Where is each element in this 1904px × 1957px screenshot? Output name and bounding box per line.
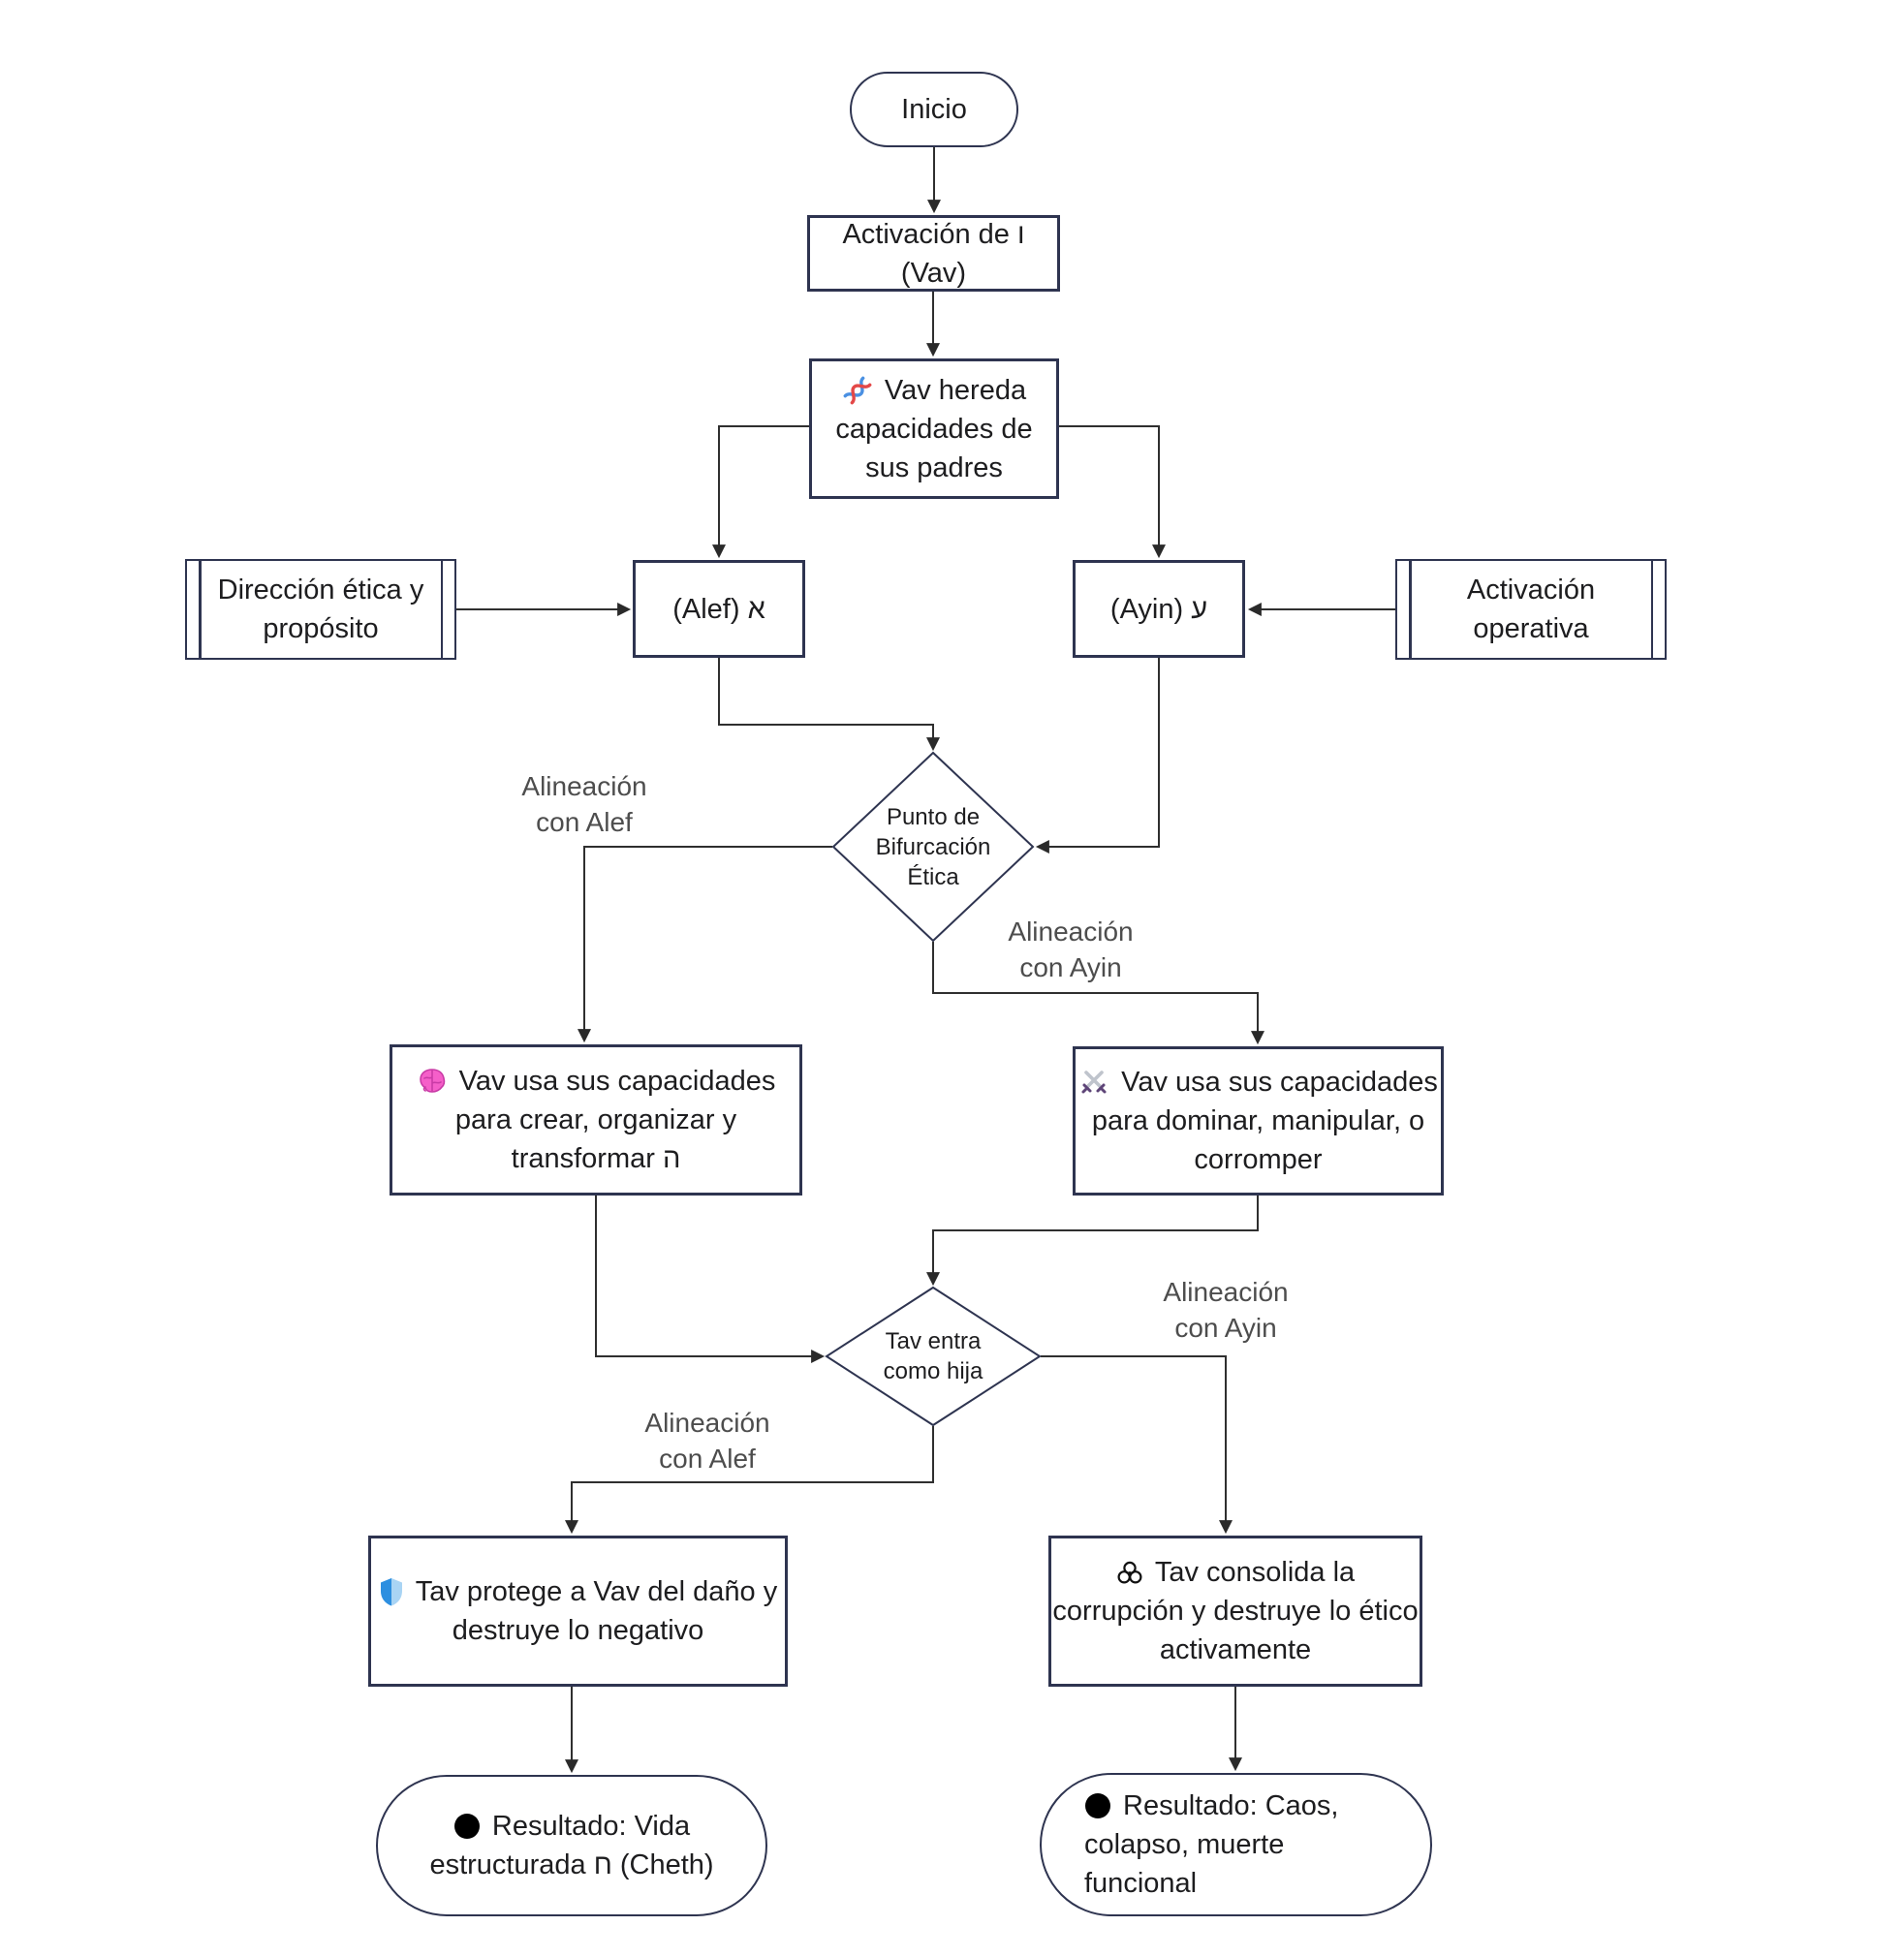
node-vav-crear: Vav usa sus capacidades para crear, orga… bbox=[390, 1044, 802, 1196]
node-label: Punto de bbox=[886, 804, 981, 830]
node-vav-dominar: Vav usa sus capacidades para dominar, ma… bbox=[1073, 1046, 1444, 1196]
decision-diamond-taventra bbox=[825, 1286, 1042, 1427]
dna-icon bbox=[842, 375, 873, 406]
node-label: Activación de ו bbox=[842, 218, 1025, 250]
node-label: Vav hereda bbox=[884, 374, 1027, 406]
shield-icon bbox=[379, 1577, 404, 1606]
node-label: Tav consolida la bbox=[1154, 1557, 1356, 1588]
edge-dominar-taventra bbox=[926, 1196, 1259, 1287]
edge-ayin-bifurcacion bbox=[1035, 658, 1160, 854]
edge-crear-taventra bbox=[595, 1196, 826, 1363]
edge-hereda-alef bbox=[712, 425, 810, 559]
node-resultado-caos: Resultado: Caos, colapso, muerte funcion… bbox=[1040, 1773, 1432, 1916]
edge-taventra-protege bbox=[565, 1426, 934, 1535]
node-label: corrupción y destruye lo ético bbox=[1052, 1596, 1419, 1627]
black-circle-icon bbox=[453, 1813, 481, 1840]
node-alef: (Alef) א bbox=[633, 560, 805, 658]
node-label: (Alef) א bbox=[672, 593, 765, 625]
node-label: Ética bbox=[907, 864, 959, 890]
node-label: operativa bbox=[1473, 613, 1589, 644]
edge-label-alineacion-ayin-1: Alineación con Ayin bbox=[1008, 916, 1134, 982]
node-label: Inicio bbox=[901, 94, 967, 125]
brain-icon bbox=[417, 1067, 448, 1096]
edge-bifurcacion-dominar bbox=[932, 942, 1264, 1045]
node-label: Vav usa sus capacidades bbox=[1121, 1067, 1438, 1098]
decision-diamond-bifurcacion bbox=[831, 751, 1035, 943]
node-label: activamente bbox=[1159, 1634, 1312, 1665]
biohazard-icon bbox=[1116, 1559, 1143, 1586]
node-label: funcional bbox=[1084, 1868, 1198, 1899]
node-label: para dominar, manipular, o bbox=[1091, 1105, 1425, 1136]
node-label: Tav entra bbox=[885, 1328, 982, 1354]
node-tav-consolida: Tav consolida la corrupción y destruye l… bbox=[1048, 1536, 1422, 1687]
node-label: estructurada ח (Cheth) bbox=[429, 1849, 714, 1880]
node-direccion-etica: Dirección ética y propósito bbox=[185, 559, 456, 660]
edge-bifurcacion-crear bbox=[577, 846, 832, 1043]
node-activacion-vav: Activación de ו (Vav) bbox=[807, 215, 1060, 292]
edge-alef-bifurcacion bbox=[718, 658, 940, 752]
node-label: sus padres bbox=[865, 451, 1003, 483]
node-label: Activación bbox=[1466, 575, 1596, 606]
edge-label-alineacion-ayin-2: Alineación con Ayin bbox=[1163, 1277, 1289, 1343]
node-label: para crear, organizar y bbox=[454, 1104, 737, 1135]
node-label: Bifurcación bbox=[875, 834, 991, 860]
node-tav-protege: Tav protege a Vav del daño y destruye lo… bbox=[368, 1536, 788, 1687]
node-label: Dirección ética y bbox=[217, 575, 424, 606]
node-ayin: (Ayin) ע bbox=[1073, 560, 1245, 658]
node-label: propósito bbox=[263, 613, 379, 644]
node-label: destruye lo negativo bbox=[452, 1615, 704, 1646]
edge-hereda-ayin bbox=[1058, 425, 1166, 559]
node-inicio: Inicio bbox=[850, 72, 1018, 147]
node-resultado-vida: Resultado: Vida estructurada ח (Cheth) bbox=[376, 1775, 767, 1916]
node-label: Resultado: Caos, bbox=[1123, 1790, 1339, 1821]
node-label: Resultado: Vida bbox=[491, 1811, 691, 1842]
node-punto-bifurcacion: Punto de Bifurcación Ética bbox=[836, 802, 1030, 892]
node-label: colapso, muerte bbox=[1084, 1829, 1285, 1860]
node-label: Vav usa sus capacidades bbox=[458, 1066, 776, 1097]
node-vav-hereda: Vav hereda capacidades de sus padres bbox=[809, 358, 1059, 499]
node-label: como hija bbox=[883, 1358, 983, 1384]
crossed-swords-icon bbox=[1078, 1067, 1109, 1098]
node-label: transformar ה bbox=[511, 1143, 681, 1174]
node-label: (Ayin) ע bbox=[1109, 593, 1208, 625]
black-circle-icon bbox=[1084, 1792, 1111, 1819]
node-label: corromper bbox=[1194, 1144, 1323, 1175]
node-activacion-operativa: Activación operativa bbox=[1395, 559, 1667, 660]
node-tav-entra: Tav entra como hija bbox=[827, 1326, 1040, 1386]
node-label: capacidades de bbox=[835, 413, 1033, 445]
edge-label-alineacion-alef-1: Alineación con Alef bbox=[521, 771, 647, 837]
node-label: (Vav) bbox=[900, 257, 967, 289]
edge-taventra-consolida bbox=[1041, 1355, 1233, 1535]
edge-label-alineacion-alef-2: Alineación con Alef bbox=[644, 1408, 770, 1474]
node-label: Tav protege a Vav del daño y bbox=[415, 1576, 778, 1607]
